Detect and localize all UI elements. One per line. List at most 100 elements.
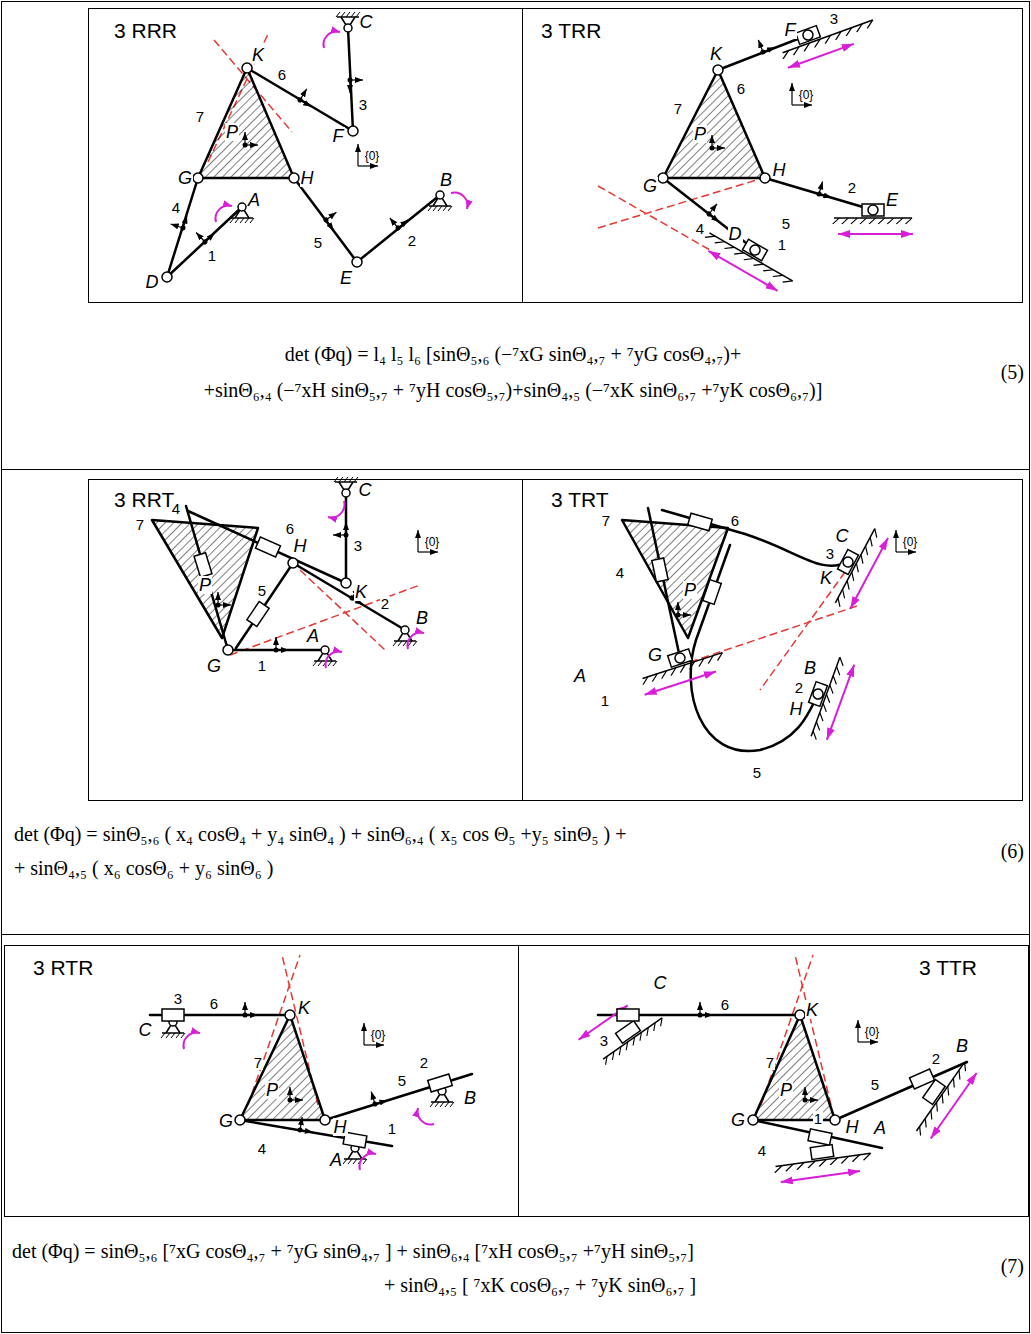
equation-row: det (Φq) = sinΘ₅,₆ ( x₄ cosΘ₄ + y₄ sinΘ₄… [1, 469, 1030, 935]
joint-label: K [805, 1001, 819, 1019]
link-number: 2 [419, 1055, 429, 1070]
joint-label: B [463, 1089, 477, 1107]
frame-label: {0} [864, 1026, 881, 1038]
joint-label: P [225, 123, 239, 141]
frame-label: {0} [364, 150, 381, 162]
link-number: 7 [195, 109, 205, 124]
link-number: 6 [209, 996, 219, 1011]
frame-label: {0} [798, 89, 815, 101]
frame-label: {0} [902, 536, 919, 548]
joint-label: H [845, 1118, 860, 1136]
joint-label: B [415, 609, 429, 627]
joint-label: C [653, 974, 668, 992]
equation-number: (6) [1001, 839, 1024, 863]
joint-label: A [247, 191, 261, 209]
link-number: 5 [397, 1073, 407, 1088]
joint-label: G [642, 177, 658, 195]
link-number: 7 [253, 1055, 263, 1070]
joint-label: H [293, 537, 308, 555]
mechanism-panel: 3 RTR [4, 945, 519, 1217]
link-number: 3 [353, 538, 363, 553]
joint-label: H [333, 1118, 348, 1136]
joint-label: D [145, 273, 160, 291]
joint-label: C [358, 481, 373, 499]
link-number: 6 [720, 997, 730, 1012]
joint-label: F [784, 21, 797, 39]
joint-label: H [300, 169, 315, 187]
formula-line: det (Φq) = sinΘ₅,₆ ( x₄ cosΘ₄ + y₄ sinΘ₄… [14, 822, 626, 846]
joint-label: P [693, 125, 707, 143]
joint-label: A [573, 667, 587, 685]
joint-label: G [218, 1112, 234, 1130]
link-number: 7 [673, 101, 683, 116]
link-number: 6 [285, 521, 295, 536]
link-number: 4 [171, 501, 181, 516]
link-number: 5 [752, 765, 762, 780]
frame-label: {0} [370, 1029, 387, 1041]
joint-label: A [329, 1151, 343, 1169]
link-number: 3 [599, 1033, 609, 1048]
joint-label: K [297, 999, 311, 1017]
link-number: 1 [207, 248, 217, 263]
formula-line: +sinΘ₆,₄ (−⁷xH sinΘ₅,₇ + ⁷yH cosΘ₅,₇)+si… [204, 378, 823, 402]
joint-label: G [177, 169, 193, 187]
mechanism-panel: 3 RRR [88, 8, 523, 303]
frame-label: {0} [424, 536, 441, 548]
link-number: 3 [358, 97, 368, 112]
link-number: 7 [765, 1055, 775, 1070]
formula-line: det (Φq) = l₄ l₅ l₆ [sinΘ₅,₆ (−⁷xG sinΘ₄… [285, 342, 741, 366]
joint-label: E [339, 269, 353, 287]
link-number: 7 [135, 517, 145, 532]
panel-title: 3 TTR [919, 955, 977, 980]
joint-label: P [265, 1081, 279, 1099]
link-number: 4 [695, 221, 705, 236]
panel-title: 3 RRR [114, 18, 177, 43]
link-number: 2 [794, 680, 804, 695]
formula-line: det (Φq) = sinΘ₅,₆ [⁷xG cosΘ₄,₇ + ⁷yG si… [12, 1239, 694, 1263]
link-number: 6 [277, 67, 287, 82]
joint-label: A [306, 627, 320, 645]
equation-number: (5) [1001, 360, 1024, 384]
joint-label: C [835, 527, 850, 545]
link-number: 2 [407, 233, 417, 248]
joint-label: C [359, 13, 374, 31]
link-number: 7 [601, 513, 611, 528]
link-number: 6 [736, 81, 746, 96]
panel-title: 3 RTR [33, 955, 93, 980]
link-number: 1 [600, 693, 610, 708]
formula-line: + sinΘ₄,₅ [ ⁷xK cosΘ₆,₇ + ⁷yK sinΘ₆,₇ ] [384, 1273, 696, 1297]
joint-label: D [728, 225, 743, 243]
link-number: 2 [380, 596, 390, 611]
joint-label: F [332, 127, 345, 145]
link-number: 4 [257, 1141, 267, 1156]
link-number: 6 [730, 513, 740, 528]
joint-label: K [819, 569, 833, 587]
link-number: 1 [387, 1121, 397, 1136]
link-number: 2 [931, 1051, 941, 1066]
joint-label: A [873, 1119, 887, 1137]
link-number: 1 [257, 658, 267, 673]
panel-title: 3 RRT [114, 487, 174, 512]
link-number: 3 [829, 11, 839, 26]
joint-label: H [789, 700, 804, 718]
joint-label: G [206, 657, 222, 675]
joint-label: H [772, 161, 787, 179]
joint-label: G [730, 1111, 746, 1129]
panel-title: 3 TRT [551, 487, 609, 512]
joint-label: E [885, 191, 899, 209]
link-number: 5 [313, 235, 323, 250]
equation-row: det (Φq) = l₄ l₅ l₆ [sinΘ₅,₆ (−⁷xG sinΘ₄… [1, 1, 1030, 470]
joint-label: G [647, 646, 663, 664]
joint-label: K [709, 45, 723, 63]
link-number: 1 [777, 237, 787, 252]
link-number: 3 [825, 546, 835, 561]
joint-label: P [683, 581, 697, 599]
joint-label: B [439, 171, 453, 189]
mechanism-panel: 3 TTR [518, 945, 1029, 1217]
link-number: 5 [257, 583, 267, 598]
joint-label: B [955, 1037, 969, 1055]
link-number: 4 [171, 200, 181, 215]
joint-label: B [803, 659, 817, 677]
joint-label: K [251, 46, 265, 64]
joint-label: P [198, 576, 212, 594]
